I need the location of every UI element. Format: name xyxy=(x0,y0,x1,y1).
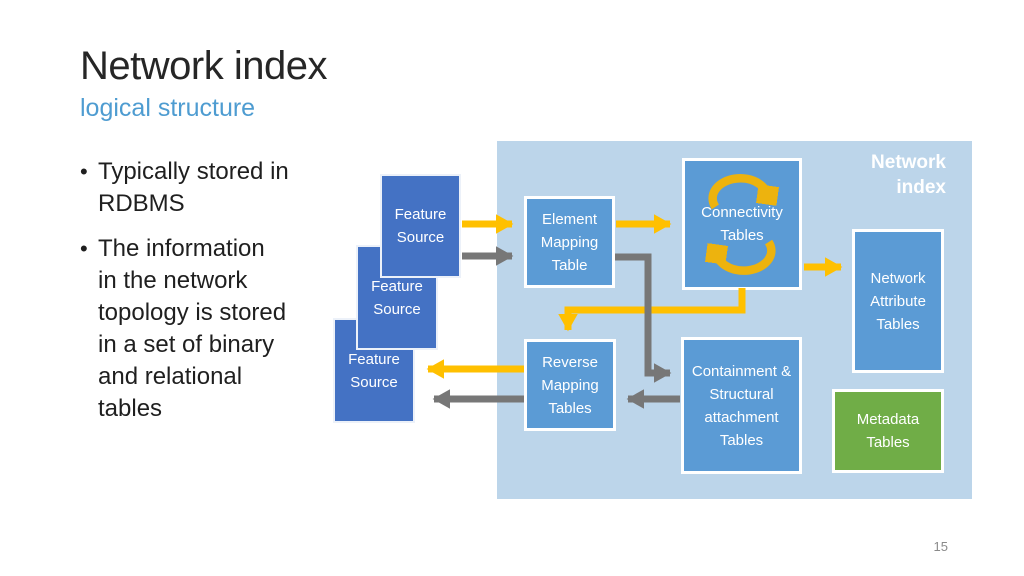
bullet-text: Typically stored in RDBMS xyxy=(98,158,289,217)
node-connectivity-tables: Connectivity Tables xyxy=(682,158,802,290)
bullet-list: • Typically stored in RDBMS • The inform… xyxy=(80,156,312,438)
page-number: 15 xyxy=(933,539,948,554)
bullet-icon: • xyxy=(80,159,88,184)
page-subtitle: logical structure xyxy=(80,94,256,122)
list-item: • The information in the network topolog… xyxy=(80,233,312,425)
node-element-mapping-table: Element Mapping Table xyxy=(524,196,615,288)
node-reverse-mapping-tables: Reverse Mapping Tables xyxy=(524,339,616,431)
node-containment-structural-attachment-tables: Containment & Structural attachment Tabl… xyxy=(681,337,802,474)
cycle-arrows-icon xyxy=(685,174,799,275)
list-item: • Typically stored in RDBMS xyxy=(80,156,312,220)
diagram-title: Network index xyxy=(871,152,946,198)
bullet-text: The information in the network topology … xyxy=(98,235,287,422)
node-feature-source-1: Feature Source xyxy=(380,174,461,278)
node-network-attribute-tables: Network Attribute Tables xyxy=(852,229,944,373)
bullet-icon: • xyxy=(80,236,88,261)
page-title: Network index xyxy=(80,44,327,88)
node-metadata-tables: Metadata Tables xyxy=(832,389,944,473)
